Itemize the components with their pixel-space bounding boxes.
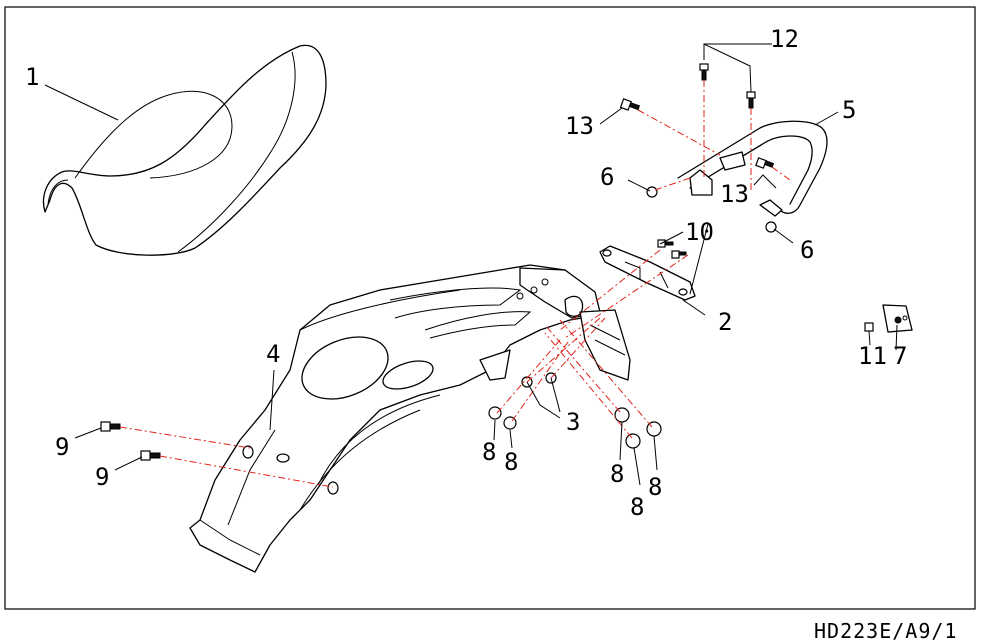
bolt-12-left [699, 63, 709, 81]
callout-12: 12 [770, 25, 799, 53]
nut-8-c [614, 407, 630, 423]
callout-13-left: 13 [565, 112, 594, 140]
seat-part [42, 44, 327, 256]
holder-part [599, 245, 696, 301]
nut-8-a [488, 406, 502, 420]
callout-6-lower: 6 [800, 236, 814, 264]
callout-6-upper: 6 [600, 163, 614, 191]
nut-11 [864, 322, 874, 332]
bolt-9-lower [140, 450, 161, 461]
cap-6-lower [765, 221, 777, 233]
callout-9-upper: 9 [55, 433, 69, 461]
bolt-9-upper [100, 421, 121, 432]
callout-5: 5 [842, 96, 856, 124]
drawing-code: HD223E/A9/1 [814, 619, 957, 643]
callout-7: 7 [893, 342, 907, 370]
bolt-13-left [619, 98, 641, 111]
callout-labels: 1 2 3 4 5 6 6 7 8 8 8 8 8 9 9 10 11 12 1… [25, 25, 907, 521]
callout-9-lower: 9 [95, 463, 109, 491]
bolt-13-right [755, 157, 775, 169]
carrier-part [677, 120, 828, 217]
drawing-frame [4, 6, 976, 610]
callout-8-c: 8 [610, 460, 624, 488]
fender-small-opening [382, 360, 434, 390]
cap-6-upper [646, 186, 658, 198]
callout-10: 10 [685, 218, 714, 246]
callout-4: 4 [266, 340, 280, 368]
callout-13-right: 13 [720, 180, 749, 208]
callout-8-e: 8 [648, 473, 662, 501]
bolt-12-right [746, 91, 756, 109]
fender-oval-opening [301, 336, 389, 400]
clip-part [882, 304, 913, 333]
callout-8-b: 8 [504, 448, 518, 476]
callout-8-d: 8 [630, 493, 644, 521]
leader-lines [44, 43, 898, 486]
assembly-lines [119, 80, 791, 488]
callout-2: 2 [718, 308, 732, 336]
callout-3: 3 [566, 408, 580, 436]
callout-8-a: 8 [482, 438, 496, 466]
callout-11: 11 [858, 342, 887, 370]
nut-8-d [625, 433, 641, 449]
rear-fender-part [189, 264, 631, 573]
nut-8-b [503, 416, 517, 430]
callout-1: 1 [25, 63, 39, 91]
